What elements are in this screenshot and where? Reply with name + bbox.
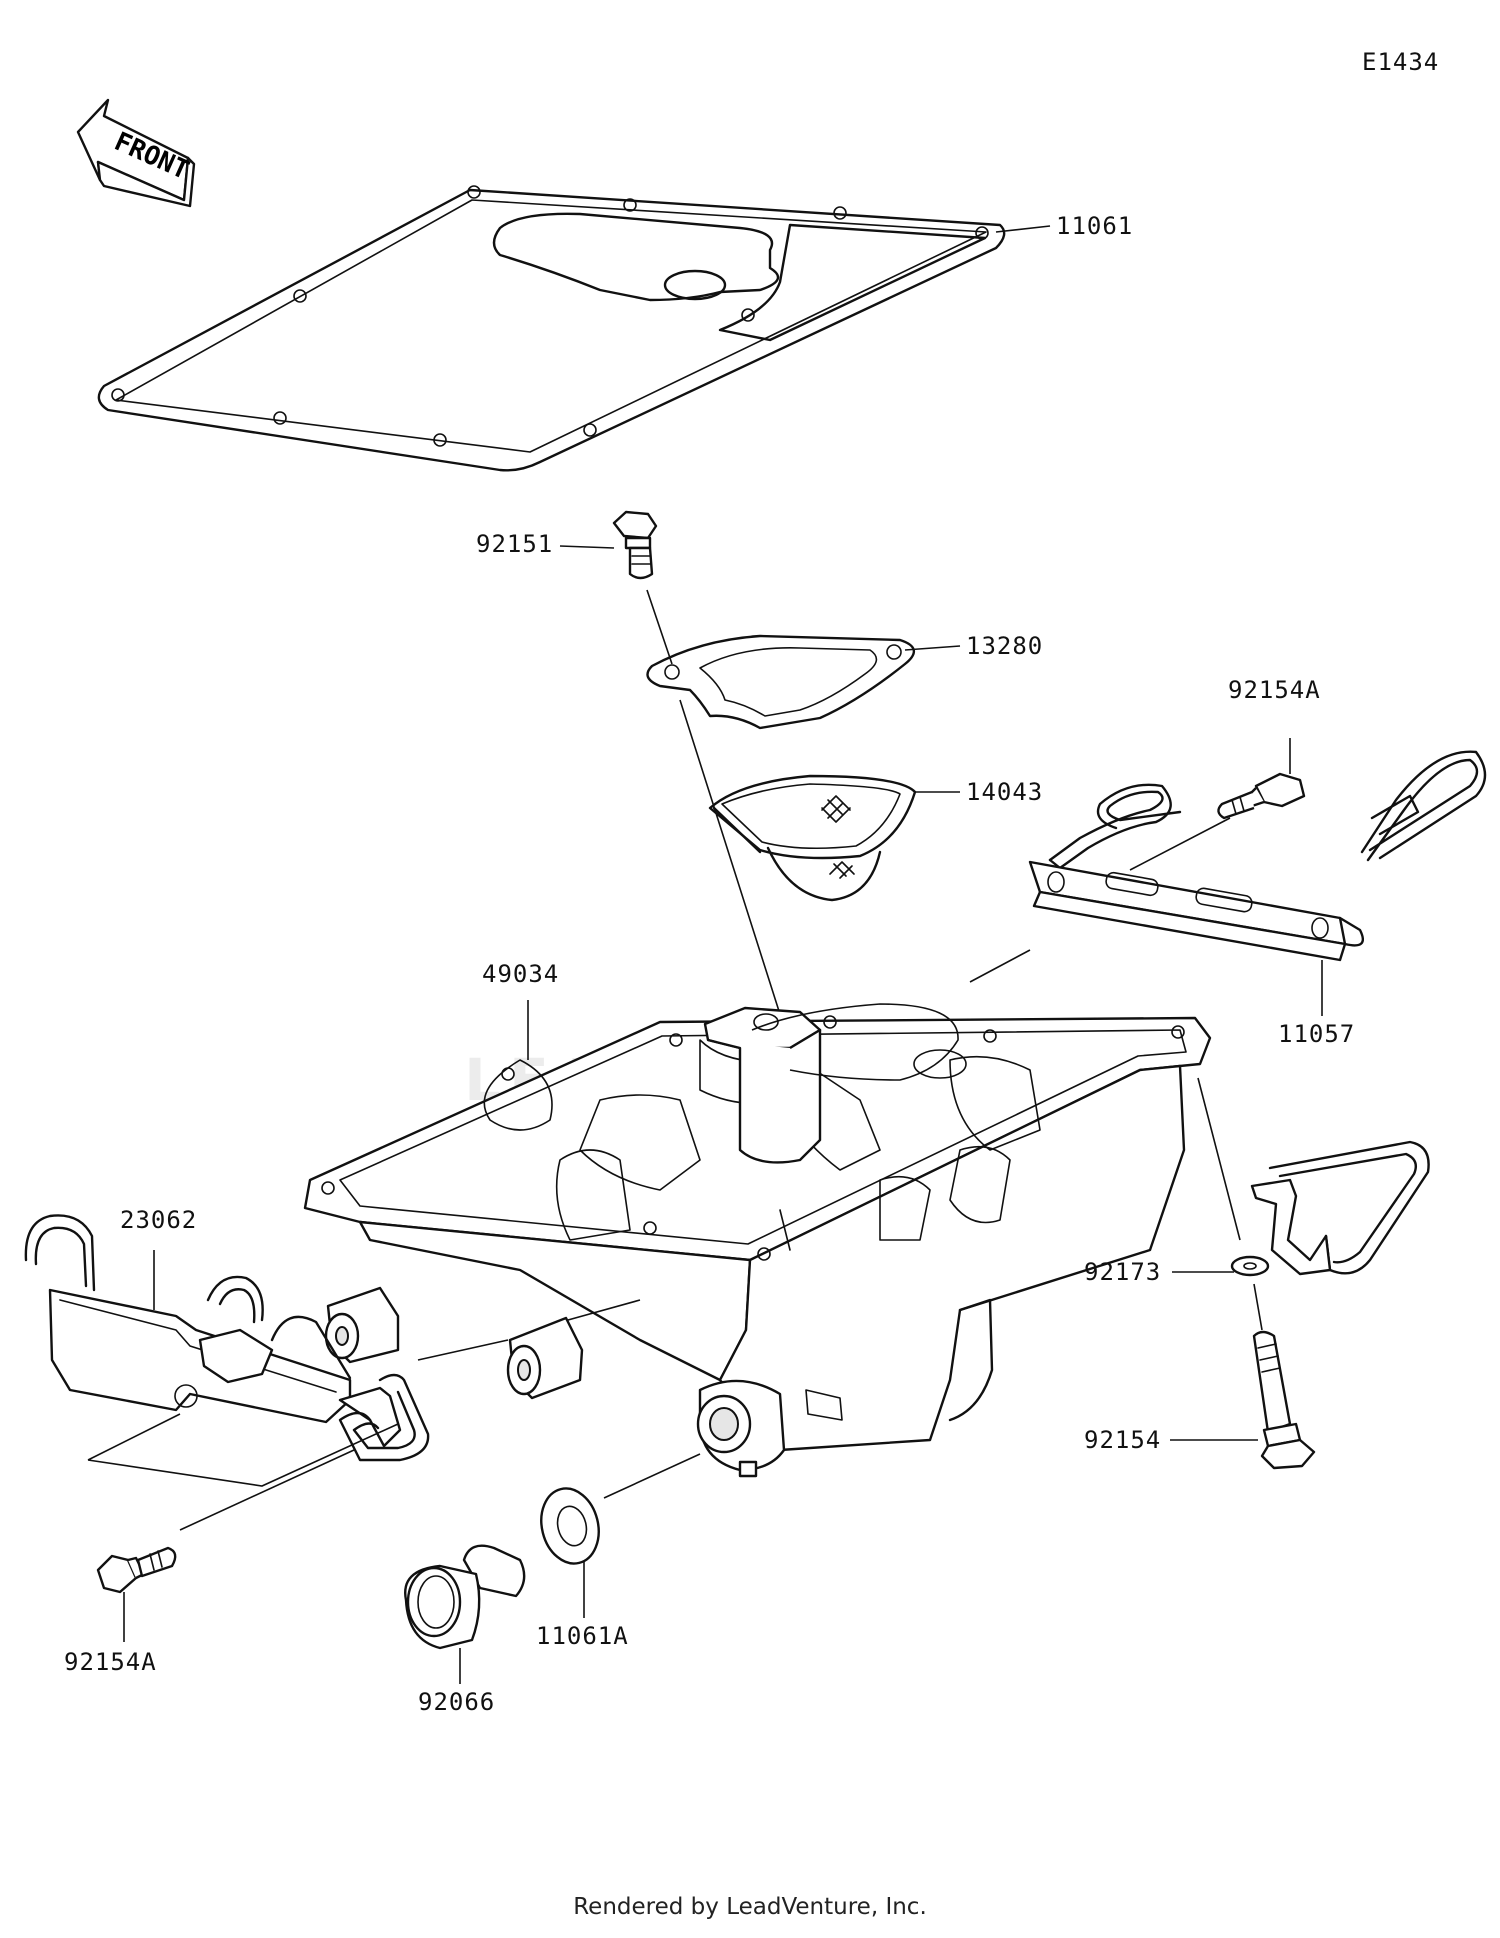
callout-92151: 92151 <box>476 530 554 558</box>
drain-plug-92066 <box>404 1544 526 1650</box>
bolt-92154a-top <box>1217 772 1306 820</box>
callout-92066: 92066 <box>418 1688 496 1716</box>
bolt-92154 <box>1252 1330 1316 1470</box>
bracket-23062 <box>24 1214 430 1462</box>
callout-92154a-bottom: 92154A <box>64 1648 157 1676</box>
diagram-code: E1434 <box>1362 48 1440 76</box>
callout-92154: 92154 <box>1084 1426 1162 1454</box>
callout-92154a-top: 92154A <box>1228 676 1321 704</box>
bolt-92154a-bottom <box>96 1546 177 1594</box>
bolt-92151 <box>612 510 658 580</box>
callout-49034: 49034 <box>482 960 560 988</box>
callout-23062: 23062 <box>120 1206 198 1234</box>
oil-pipe-11057 <box>1028 750 1487 962</box>
callout-11061: 11061 <box>1056 212 1134 240</box>
callout-11057: 11057 <box>1278 1020 1356 1048</box>
callout-92173: 92173 <box>1084 1258 1162 1286</box>
callout-11061a: 11061A <box>536 1622 629 1650</box>
oil-pan-gasket <box>97 185 1006 472</box>
gasket-13280 <box>646 634 915 730</box>
front-arrow-icon: FRONT <box>76 98 196 208</box>
oil-screen-14043 <box>708 774 917 902</box>
callout-14043: 14043 <box>966 778 1044 806</box>
oil-pan-49034 <box>303 1003 1212 1478</box>
washer-11061a <box>540 1487 600 1565</box>
clip-92173 <box>1230 1140 1430 1277</box>
footer-credit: Rendered by LeadVenture, Inc. <box>573 1894 927 1920</box>
callout-13280: 13280 <box>966 632 1044 660</box>
